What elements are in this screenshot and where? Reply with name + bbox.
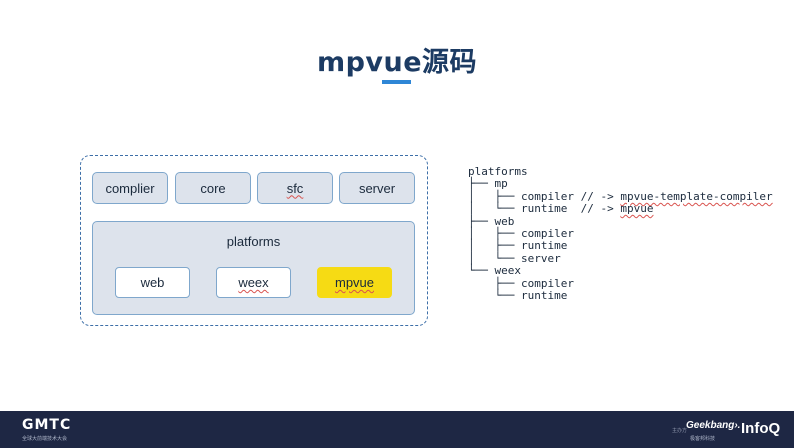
platform-label: weex	[238, 275, 269, 290]
tree-line-text: platforms	[468, 165, 528, 178]
slide-title: mpvue源码	[316, 47, 478, 78]
tree-line-text: │ ├── runtime	[468, 239, 568, 253]
platforms-label: platforms	[226, 234, 281, 249]
tree-line-target: mpvue-template-compiler	[620, 189, 773, 203]
architecture-diagram-frame	[80, 155, 428, 326]
tree-line: └── weex	[468, 264, 773, 278]
tree-line-text: │ ├── compiler	[468, 226, 574, 240]
platform-box-weex: weex	[216, 267, 291, 298]
tree-line-text: │ └── runtime // ->	[468, 202, 621, 216]
tree-line-text: └── runtime	[468, 288, 568, 302]
tree-line-text: ├── web	[468, 214, 515, 228]
tree-line: │ ├── runtime	[468, 240, 773, 252]
tree-line: platforms	[468, 165, 773, 178]
directory-tree: platforms├── mp│ ├── compiler // -> mpvu…	[468, 165, 773, 302]
tree-line: ├── mp	[468, 178, 773, 190]
tree-line-text: │ ├── compiler // ->	[468, 189, 621, 203]
tree-line: │ └── server	[468, 251, 773, 265]
tree-line-text: │ └── server	[468, 251, 561, 265]
tree-line-target: mpvue	[620, 202, 654, 216]
tree-line-text: ├── mp	[468, 177, 508, 191]
geekbang-logo: Geekbang›.	[686, 420, 741, 431]
gmtc-logo-subtitle: 全球大前端技术大会	[22, 436, 68, 442]
platform-box-web: web	[115, 267, 190, 298]
tree-line: │ └── runtime // -> mpvue	[468, 202, 773, 216]
gmtc-logo: GMTC	[22, 417, 72, 433]
tree-line: ├── web	[468, 214, 773, 228]
host-label: 主办方	[672, 428, 688, 434]
platform-label: web	[140, 275, 165, 290]
module-box-sfc: sfc	[257, 172, 333, 204]
title-underline	[382, 80, 411, 84]
module-label: server	[358, 180, 396, 196]
module-label: complier	[105, 180, 155, 196]
module-box-complier: complier	[92, 172, 168, 204]
module-box-server: server	[339, 172, 415, 204]
tree-line: │ ├── compiler // -> mpvue-template-comp…	[468, 189, 773, 203]
tree-line: │ ├── compiler	[468, 226, 773, 240]
tree-line: └── runtime	[468, 288, 773, 302]
module-box-core: core	[175, 172, 251, 204]
platform-box-mpvue: mpvue	[317, 267, 392, 298]
module-label: core	[200, 180, 226, 196]
module-label: sfc	[286, 180, 304, 196]
tree-line-text: ├── compiler	[468, 276, 574, 290]
geekbang-logo-subtitle: 极客邦科技	[690, 436, 716, 442]
tree-line-text: └── weex	[468, 264, 521, 278]
infoq-logo: InfoQ	[741, 420, 781, 437]
platform-label: mpvue	[334, 275, 375, 290]
tree-line: ├── compiler	[468, 276, 773, 290]
footer-bar: GMTC 全球大前端技术大会 主办方 Geekbang›. 极客邦科技 Info…	[0, 411, 794, 448]
